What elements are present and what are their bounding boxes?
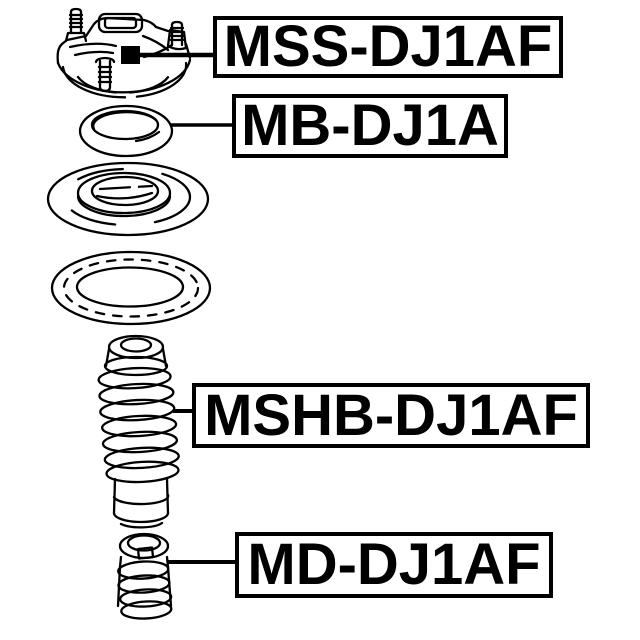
part-label-mshb-dj1af: MSHB-DJ1AF — [192, 383, 590, 448]
part-label-mb-dj1a: MB-DJ1A — [232, 94, 508, 158]
part-code-text: MD-DJ1AF — [247, 532, 541, 597]
crinkle-washer-drawing — [50, 250, 212, 326]
callout-anchor-square — [121, 46, 140, 64]
bearing-washer-drawing — [78, 104, 174, 158]
stud-bolt-icon — [64, 7, 88, 43]
part-label-md-dj1af: MD-DJ1AF — [235, 532, 553, 598]
part-code-text: MSHB-DJ1AF — [204, 382, 578, 448]
stud-bolt-icon — [94, 56, 116, 93]
strut-mount-drawing — [56, 7, 192, 99]
spring-seat-drawing — [46, 161, 210, 237]
shock-boot-drawing — [97, 334, 180, 529]
stud-bolt-icon — [166, 20, 188, 51]
callout-leader-lines — [137, 52, 238, 564]
part-code-text: MSS-DJ1AF — [223, 14, 553, 79]
part-label-mss-dj1af: MSS-DJ1AF — [213, 16, 563, 78]
part-code-text: MB-DJ1A — [241, 93, 499, 158]
bump-stop-drawing — [116, 532, 173, 620]
